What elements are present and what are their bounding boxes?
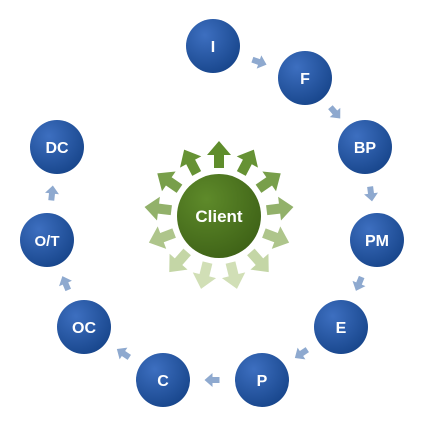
cycle-node-label: I xyxy=(211,39,215,56)
cycle-node-e: E xyxy=(314,300,368,354)
cycle-node-circle xyxy=(235,353,289,407)
cycle-nodes: I F BP PM E P C OC O/T DC xyxy=(20,19,404,407)
radial-arrow-12 xyxy=(157,171,183,193)
cycle-node-bp: BP xyxy=(338,120,392,174)
cycle-node-circle xyxy=(136,353,190,407)
cycle-node-pm: PM xyxy=(350,213,404,267)
radial-arrow-6 xyxy=(247,248,269,273)
cycle-node-label: OC xyxy=(72,320,96,337)
radial-arrow-5 xyxy=(262,226,290,249)
center-node-label: Client xyxy=(195,207,243,226)
radial-arrow-8 xyxy=(192,261,217,289)
radial-arrows xyxy=(144,141,294,289)
cycle-node-c: C xyxy=(136,353,190,407)
connector-arrow-1 xyxy=(251,55,267,69)
cycle-node-label: E xyxy=(336,320,347,337)
cycle-node-circle xyxy=(20,213,74,267)
connector-arrow-4 xyxy=(352,275,366,291)
radial-arrow-13 xyxy=(180,149,202,176)
cycle-node-oc: OC xyxy=(57,300,111,354)
cycle-node-label: PM xyxy=(365,233,389,250)
cycle-node-label: F xyxy=(300,71,310,88)
cycle-node-ot: O/T xyxy=(20,213,74,267)
connector-arrow-9 xyxy=(45,185,59,201)
connector-arrow-3 xyxy=(364,186,378,202)
cycle-node-circle xyxy=(30,120,84,174)
cycle-node-circle xyxy=(278,51,332,105)
center-node-circle xyxy=(177,174,261,258)
connector-arrow-8 xyxy=(59,276,72,292)
cycle-node-f: F xyxy=(278,51,332,105)
radial-arrow-7 xyxy=(221,261,246,289)
cycle-node-label: DC xyxy=(45,140,69,157)
cycle-node-label: C xyxy=(157,373,169,390)
center-node: Client xyxy=(177,174,261,258)
radial-arrow-10 xyxy=(148,226,176,249)
radial-arrow-11 xyxy=(144,196,172,221)
connector-arrow-6 xyxy=(204,373,220,387)
radial-arrow-2 xyxy=(236,149,258,176)
radial-arrow-1 xyxy=(207,141,231,168)
cycle-node-circle xyxy=(338,120,392,174)
cycle-node-label: BP xyxy=(354,140,377,157)
cycle-node-p: P xyxy=(235,353,289,407)
connector-arrow-7 xyxy=(116,347,131,360)
cycle-node-label: O/T xyxy=(35,233,60,250)
cycle-node-label: P xyxy=(257,373,268,390)
connector-arrow-5 xyxy=(294,347,309,360)
cycle-node-i: I xyxy=(186,19,240,73)
radial-arrow-9 xyxy=(169,248,191,273)
connector-arrow-2 xyxy=(328,105,341,119)
cycle-node-circle xyxy=(57,300,111,354)
radial-arrow-3 xyxy=(255,171,281,193)
cycle-node-circle xyxy=(350,213,404,267)
cycle-node-circle xyxy=(186,19,240,73)
cycle-connectors xyxy=(45,55,378,387)
cycle-node-dc: DC xyxy=(30,120,84,174)
radial-arrow-4 xyxy=(266,196,294,221)
cycle-node-circle xyxy=(314,300,368,354)
